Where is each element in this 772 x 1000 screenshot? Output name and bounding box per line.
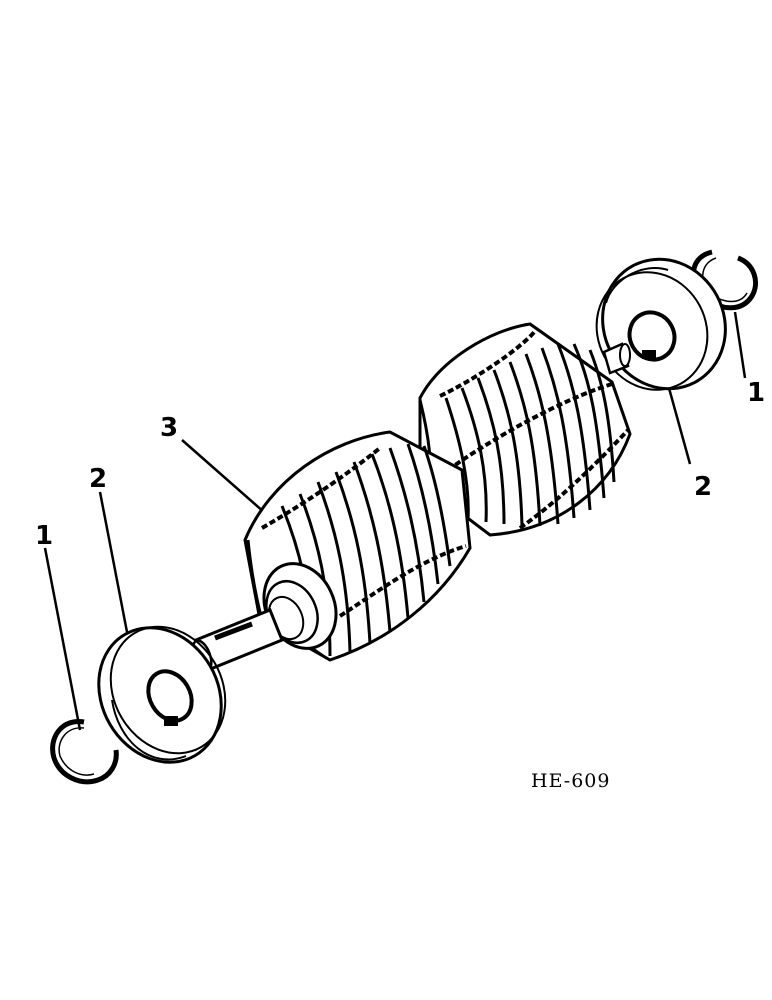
callout-retaining-ring-right: 1 [747,378,766,408]
leader-line-rotor [181,439,266,514]
rotor-shaft-left [191,562,338,673]
callout-collar-left: 2 [89,464,108,494]
leader-lines [43,311,747,731]
figure-code: HE-609 [531,770,611,792]
leader-line-collar-left [98,491,129,633]
callout-rotor: 3 [160,413,179,443]
callout-retaining-ring-left: 1 [35,521,54,551]
leader-line-ring-left [43,547,82,731]
collar-left [97,625,227,764]
retaining-ring-left [50,719,119,785]
leader-line-ring-right [733,311,747,379]
callout-collar-right: 2 [694,472,713,502]
rotor-shaft-right [602,342,631,375]
